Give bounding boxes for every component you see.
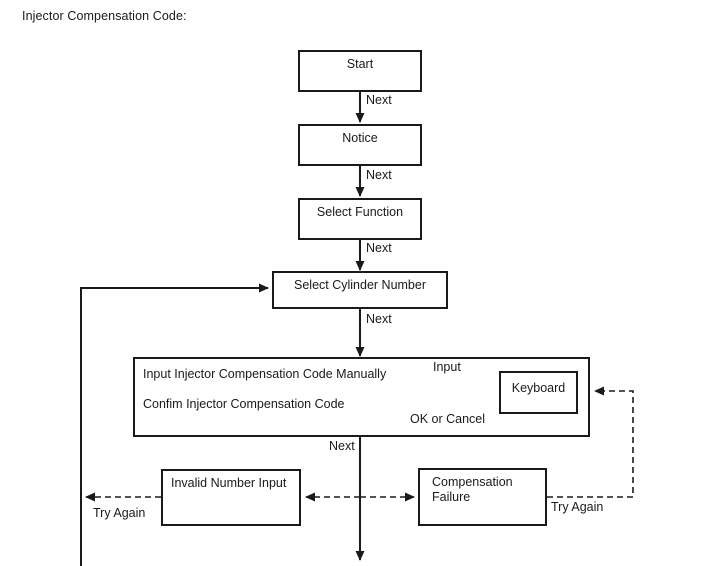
edge-label-select-cylinder-to-input: Next: [366, 312, 392, 326]
node-input-code-line1-label: Input Injector Compensation Code Manuall…: [143, 367, 387, 381]
node-notice-label: Notice: [342, 131, 378, 145]
node-start-label: Start: [346, 57, 374, 71]
edge-compensation-failure-try-again: [547, 386, 634, 498]
node-start[interactable]: Start: [298, 50, 422, 92]
node-keyboard-label: Keyboard: [511, 381, 566, 395]
node-input-injector-compensation-code[interactable]: Input Injector Compensation Code Manuall…: [133, 357, 590, 437]
edge-label-input-to-keyboard: Input: [433, 360, 461, 374]
edge-label-invalid-number-input-try-again: Try Again: [93, 506, 146, 520]
node-compensation-failure-line1-label: Compensation: [432, 475, 513, 489]
node-invalid-number-input[interactable]: Invalid Number Input: [161, 469, 301, 526]
node-notice[interactable]: Notice: [298, 124, 422, 166]
edge-retry-left-rail: [80, 283, 269, 566]
node-select-cylinder-number-label: Select Cylinder Number: [294, 278, 426, 292]
edge-label-select-function-to-select-cylinder: Next: [366, 241, 392, 255]
node-keyboard[interactable]: Keyboard: [499, 371, 578, 414]
node-compensation-failure-line2-label: Failure: [432, 490, 471, 504]
node-input-code-line2-label: Confim Injector Compensation Code: [143, 397, 345, 411]
edge-label-compensation-failure-try-again: Try Again: [551, 500, 604, 514]
edge-label-notice-to-select-function: Next: [366, 168, 392, 182]
node-select-function-label: Select Function: [316, 205, 404, 219]
node-compensation-failure[interactable]: Compensation Failure: [418, 468, 547, 526]
node-select-cylinder-number[interactable]: Select Cylinder Number: [272, 271, 448, 309]
edge-label-input-to-next: Next: [329, 439, 355, 453]
node-invalid-number-input-label: Invalid Number Input: [171, 476, 287, 490]
edge-label-start-to-notice: Next: [366, 93, 392, 107]
page-title: Injector Compensation Code:: [22, 9, 187, 23]
edge-label-keyboard-to-input: OK or Cancel: [410, 412, 486, 426]
node-select-function[interactable]: Select Function: [298, 198, 422, 240]
